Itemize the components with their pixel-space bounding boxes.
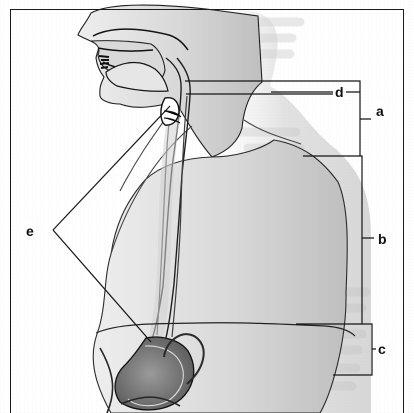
label-a: a: [374, 103, 386, 119]
figure-left-border: [10, 9, 11, 413]
label-c: c: [376, 341, 388, 357]
label-d: d: [333, 84, 346, 100]
label-e: e: [24, 223, 36, 239]
figure-top-border: [10, 9, 404, 10]
label-b: b: [376, 231, 389, 247]
figure-right-border: [403, 9, 404, 413]
